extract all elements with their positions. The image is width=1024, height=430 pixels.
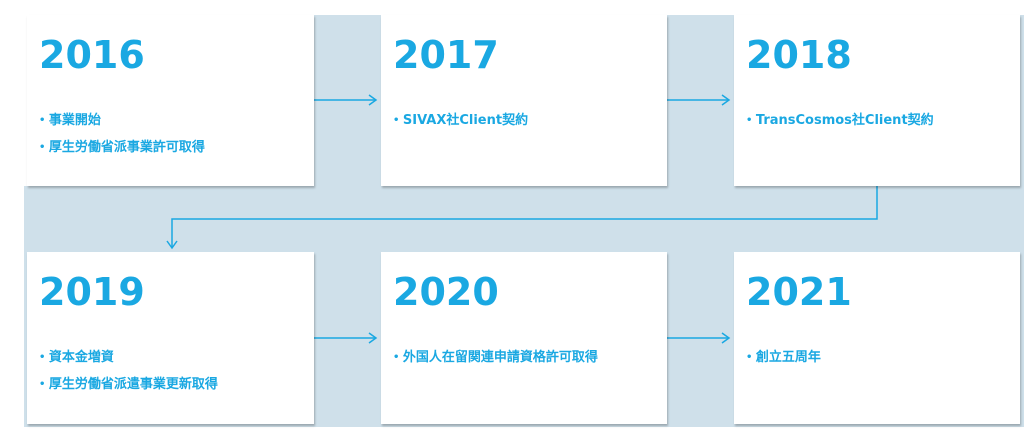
timeline-card-2019: 2019 資本金増資厚生労働省派遣事業更新取得 bbox=[27, 252, 314, 424]
timeline-card-2021: 2021 創立五周年 bbox=[734, 252, 1020, 424]
arrow-2018-2019 bbox=[166, 186, 878, 250]
year-label: 2017 bbox=[393, 33, 499, 77]
arrow-2019-2020 bbox=[314, 332, 378, 344]
year-label: 2019 bbox=[39, 270, 145, 314]
milestone-item: 外国人在留関連申請資格許可取得 bbox=[393, 344, 667, 371]
milestone-item: 事業開始 bbox=[39, 107, 314, 134]
year-label: 2018 bbox=[746, 33, 852, 77]
milestone-item: SIVAX社Client契約 bbox=[393, 107, 667, 134]
timeline-card-2016: 2016 事業開始厚生労働省派事業許可取得 bbox=[27, 15, 314, 186]
arrow-2016-2017 bbox=[314, 94, 378, 106]
timeline-card-2020: 2020 外国人在留関連申請資格許可取得 bbox=[381, 252, 667, 424]
milestone-item: 厚生労働省派事業許可取得 bbox=[39, 134, 314, 161]
arrow-2017-2018 bbox=[667, 94, 731, 106]
timeline-card-2017: 2017 SIVAX社Client契約 bbox=[381, 15, 667, 186]
year-label: 2016 bbox=[39, 33, 145, 77]
milestone-item: 創立五周年 bbox=[746, 344, 1020, 371]
arrow-2020-2021 bbox=[667, 332, 731, 344]
milestone-item: 資本金増資 bbox=[39, 344, 314, 371]
milestone-item: 厚生労働省派遣事業更新取得 bbox=[39, 371, 314, 398]
year-label: 2020 bbox=[393, 270, 499, 314]
year-label: 2021 bbox=[746, 270, 852, 314]
timeline-card-2018: 2018 TransCosmos社Client契約 bbox=[734, 15, 1020, 186]
milestone-item: TransCosmos社Client契約 bbox=[746, 107, 1020, 134]
